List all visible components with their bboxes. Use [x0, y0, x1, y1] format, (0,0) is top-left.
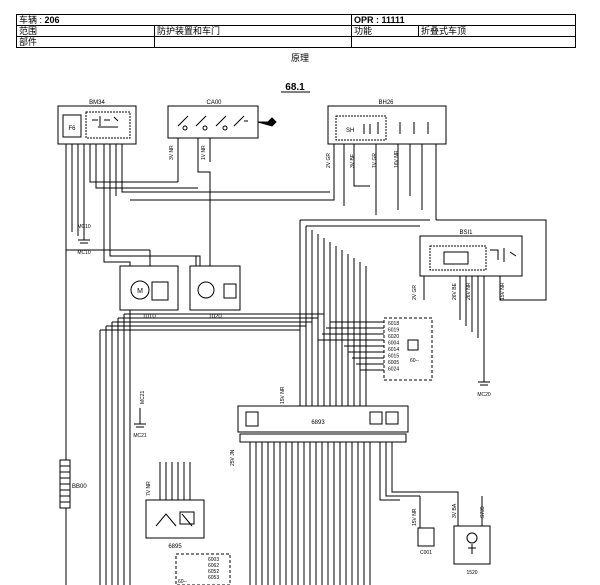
part-cell: 部件: [16, 36, 352, 48]
bsi1-connector-c: 26V NR: [466, 282, 472, 300]
opr-label: OPR :: [354, 15, 380, 25]
ca00-connector-right: 1V NR: [201, 145, 207, 160]
bsi1-connector-a: 2V GR: [412, 285, 418, 300]
c1010-label: 1010: [142, 314, 156, 320]
sh-label: SH: [346, 128, 354, 134]
c6893-label: 6893: [311, 420, 325, 426]
mc10-label-top: MC10: [77, 224, 91, 230]
ca00-label: CA00: [206, 100, 222, 106]
component-c001: C001 15V NR: [412, 508, 435, 556]
bsi1-connector-b: 26V BE: [452, 282, 458, 300]
scope-label: 范围: [18, 26, 155, 36]
component-bh26: BH26 SH 2V GR 3V BE 1V GR 16V NR: [326, 100, 447, 168]
vehicle-label: 车辆 :: [19, 15, 43, 25]
wire-label-bottom: 6052: [208, 569, 219, 575]
wire-label-right: 6020: [388, 334, 399, 340]
mc21-label: MC21: [133, 433, 147, 439]
bsi1-connector-d: 15V NR: [500, 282, 506, 300]
c6893-connector-a: 15V NR: [280, 386, 286, 404]
wire-label-right: 6014: [388, 347, 399, 353]
c001-connector: 15V NR: [412, 508, 418, 526]
mc21-label-top: MC21: [140, 390, 146, 404]
wire-label-bottom: 6053: [208, 575, 219, 581]
bm34-label: BM34: [89, 100, 105, 106]
svg-text:M: M: [137, 288, 143, 295]
scope-value: 防护装置和车门: [157, 26, 221, 36]
ground-mc20: MC20: [477, 360, 491, 398]
bh26-label: BH26: [378, 100, 394, 106]
mc20-label: MC20: [477, 392, 491, 398]
bb00-label: BB00: [72, 484, 87, 490]
c1020-label: 1020: [208, 314, 222, 320]
c1520-connector: 3V BA: [452, 503, 458, 518]
part-label: 部件: [18, 37, 155, 47]
diagram-title: 68.1: [285, 82, 305, 93]
c6895-label: 6895: [168, 544, 182, 550]
ground-mc10: MC10 MC10: [77, 224, 91, 256]
wire-label-right: 6019: [388, 328, 399, 334]
wire-label-right: 6015: [388, 354, 399, 360]
c6893-connector-b: 25V JN: [230, 449, 236, 466]
component-1020: 1020: [189, 265, 241, 320]
wire-label-right: 6004: [388, 341, 399, 347]
wire-label-bottom: 6003: [208, 557, 219, 563]
bh26-connector-b: 3V BE: [350, 153, 356, 168]
group-label-2: 60--: [178, 579, 187, 585]
bsi1-label: BSI1: [459, 230, 473, 236]
component-6893: 6893 15V NR 25V JN: [230, 386, 409, 466]
opr-value: 11111: [381, 15, 405, 25]
component-6895: 6895 7V NR: [145, 481, 205, 550]
c6895-connector: 7V NR: [146, 481, 152, 496]
principle-label: 原理: [290, 53, 309, 63]
s739-label: S739: [480, 506, 486, 518]
ground-mc21: MC21 MC21: [133, 390, 147, 439]
component-bsi1: BSI1 2V GR 26V BE 26V NR 15V NR: [412, 230, 523, 300]
c001-label: C001: [420, 550, 432, 556]
f6-label: F6: [68, 126, 76, 132]
wire-label-right: 6005: [388, 360, 399, 366]
bh26-connector-c: 1V GR: [372, 153, 378, 168]
component-bm34: BM34 F6: [57, 100, 137, 145]
vehicle-value: 206: [44, 15, 60, 25]
header-table: 车辆 : 206 OPR : 11111 范围防护装置和车门 功能 折叠式车顶 …: [16, 14, 576, 48]
part-extra-cell: [351, 36, 576, 48]
component-ca00: CA00 3V NR 1V NR: [167, 100, 277, 160]
wire-label-bottom: 6062: [208, 563, 219, 569]
component-1010: M 1010: [119, 265, 179, 320]
wire-label-right: 6018: [388, 321, 399, 327]
bh26-connector-a: 2V GR: [326, 153, 332, 168]
bh26-connector-d: 16V NR: [394, 150, 400, 168]
mc10-label: MC10: [77, 250, 91, 256]
component-bb00: BB00: [59, 459, 87, 509]
wire-label-right: 6024: [388, 367, 399, 373]
group-label-1: 60--: [410, 358, 419, 364]
c1520-label: 1520: [466, 570, 477, 576]
ca00-connector-left: 3V NR: [169, 145, 175, 160]
component-1520: 1520 3V BA S739: [452, 503, 491, 576]
